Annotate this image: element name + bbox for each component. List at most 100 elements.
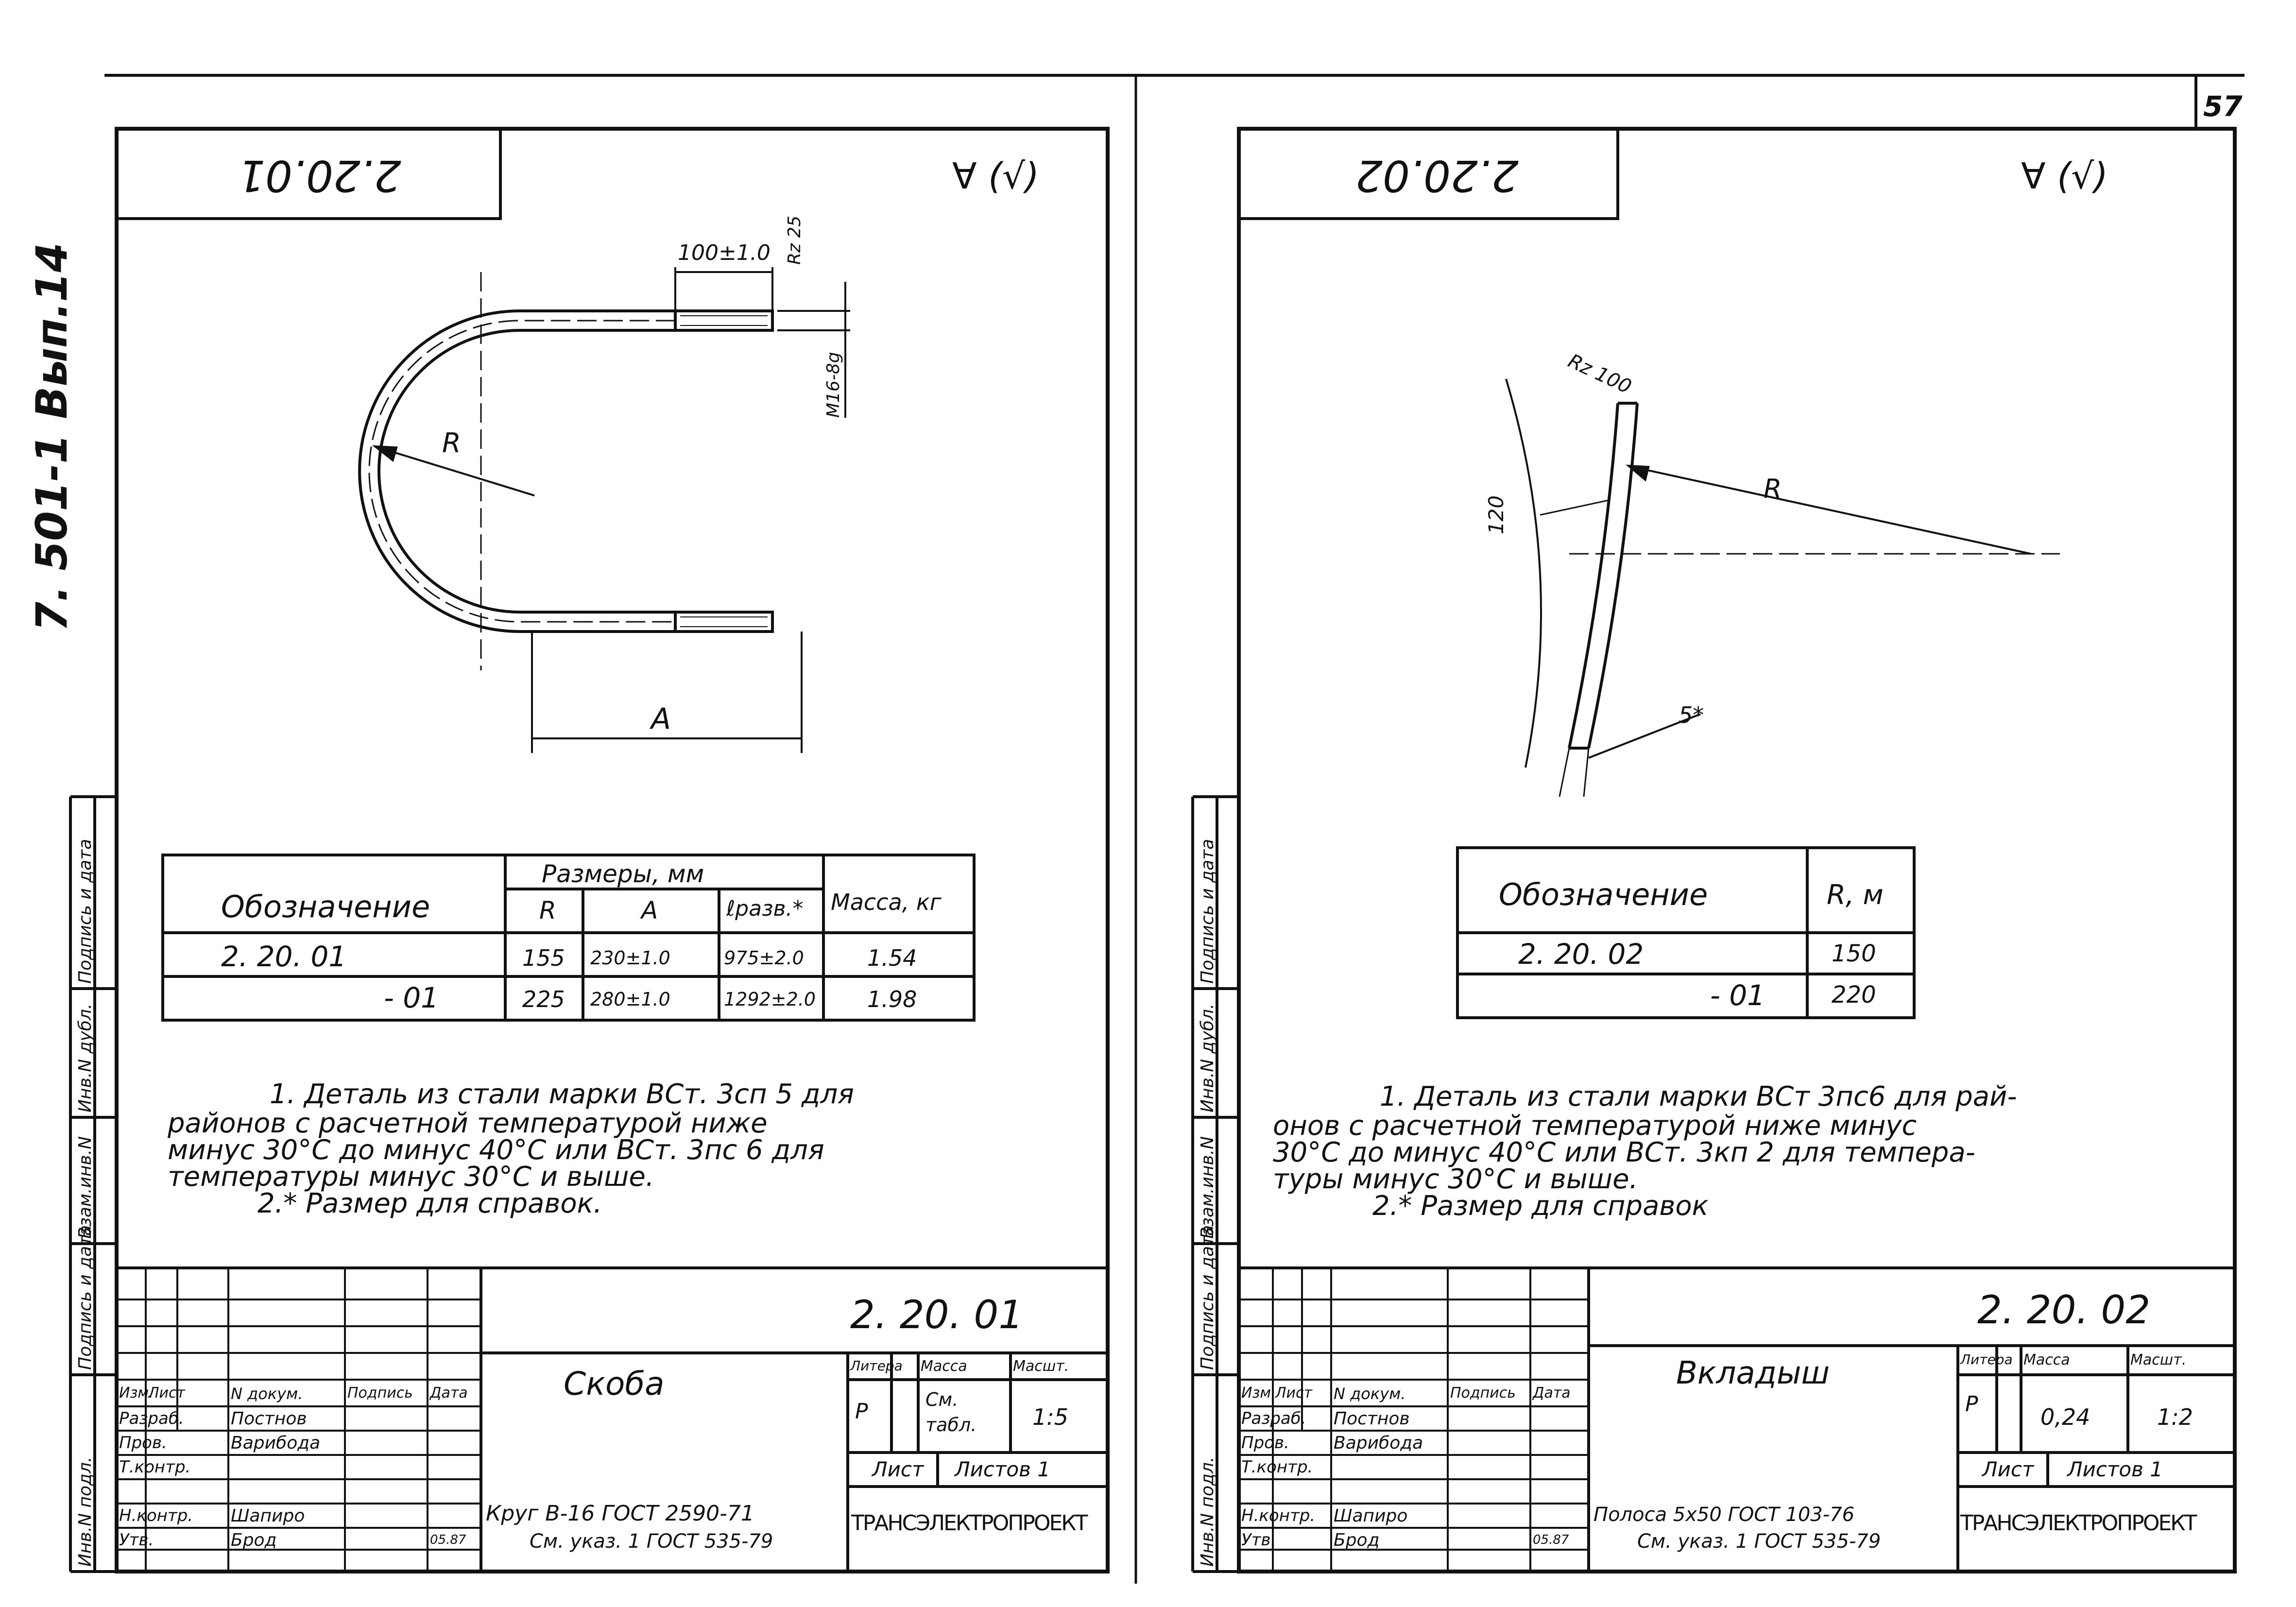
tb-role: Утв. [1241,1530,1276,1550]
album-code-text: 7. 501-1 Вып.14 [27,242,77,632]
stamp-sign-date-1: Подпись и дата [75,1225,95,1370]
tb-hdr-sign: Подпись [347,1385,413,1402]
stamp-inv-podl: Инв.N подл. [1198,1456,1217,1567]
tb-material-2: См. указ. 1 ГОСТ 535-79 [530,1530,773,1553]
code-box-left: 2.20.01 [238,151,401,201]
table-row-2-l: 1292±2.0 [724,989,816,1010]
tb-litera-h: Литера [1960,1351,2013,1368]
tb-litera: Р [1965,1392,1978,1417]
table-group-header: Размеры, мм [542,860,704,888]
tb-role: Пров. [1241,1433,1289,1453]
roughness-mark-right: ∀ (√) [2021,155,2108,197]
tb-hdr-ndoc: N докум. [231,1385,303,1403]
album-code: 7. 501-1 Вып.14 [27,242,77,632]
table-col-r: R [539,896,556,924]
tb-name: Варибода [231,1433,321,1453]
tb-role: Н.контр. [119,1506,193,1525]
roughness-mark-left: ∀ (√) [952,155,1040,197]
tb-role: Разраб. [119,1409,184,1428]
tb-name: Шапиро [231,1506,305,1526]
tb-role: Т.контр. [1241,1457,1313,1477]
table-row-2-mass: 1.98 [867,986,917,1012]
tb-massa: См. табл. [925,1389,977,1436]
liner-drawing [1505,378,2060,797]
left-titleblock-grid [117,1266,1108,1572]
table-row-1-designation: 2. 20. 02 [1518,938,1644,971]
table-col-a: A [641,896,658,924]
right-titleblock-grid [1239,1266,2235,1572]
left-table-grid [161,854,976,1022]
tb-date: 05.87 [430,1533,466,1547]
dim-length-a: A [651,702,671,736]
tb-hdr-date: Дата [430,1385,468,1402]
table-row-2-a: 280±1.0 [590,989,670,1010]
note-line: онов с расчетной температурой ниже минус [1273,1110,1917,1142]
tb-role: Разраб. [1241,1409,1306,1428]
dim-radius-right: R [1764,474,1782,504]
tb-list-h: Лист [872,1457,924,1481]
dim-thick: 5* [1679,702,1704,728]
tb-massa-h: Масса [2023,1351,2070,1368]
note-line: минус 30°С до минус 40°С или ВСт. 3пс 6 … [168,1134,824,1166]
tb-massa-h: Масса [921,1358,967,1375]
dim-roughness-left: Rz 25 [785,215,805,265]
tb-org: ТРАНСЭЛЕКТРОПРОЕКТ [851,1511,1088,1536]
stamp-dubl: Инв.N дубл. [1198,1003,1217,1112]
table-col-mass: Масса, кг [831,889,942,915]
table-row-1-l: 975±2.0 [724,947,804,969]
tb-hdr-list: Лист [1275,1385,1313,1402]
titleblock-name: Вкладыш [1676,1355,1830,1391]
tb-hdr-sign: Подпись [1450,1385,1516,1402]
page-number: 57 [2203,90,2243,123]
titleblock-name: Скоба [564,1365,665,1402]
tb-name: Варибода [1334,1433,1423,1453]
tb-name: Брод [1334,1530,1380,1550]
tb-name: Брод [231,1530,277,1550]
tb-name: Постнов [231,1409,307,1429]
table-row-1-r: 150 [1832,940,1876,967]
tb-material-1: Круг В-16 ГОСТ 2590-71 [486,1501,754,1526]
titleblock-code: 2. 20. 01 [850,1292,1024,1337]
tb-org: ТРАНСЭЛЕКТРОПРОЕКТ [1960,1511,2197,1536]
stamp-dubl: Инв.N дубл. [75,1003,95,1112]
table-row-1-mass: 1.54 [867,945,917,971]
tb-massa: 0,24 [2040,1404,2090,1430]
note-line: 1. Деталь из стали марки ВСт. 3сп 5 для [270,1078,854,1110]
tb-litera: Р [855,1399,868,1424]
titleblock-code: 2. 20. 02 [1977,1287,2151,1333]
tb-hdr-izm: Изм. [1241,1385,1276,1402]
note-line: 2.* Размер для справок. [257,1188,602,1219]
note-line: 30°С до минус 40°С или ВСт. 3кп 2 для те… [1273,1137,1975,1168]
tb-role: Утв. [119,1530,154,1550]
code-box-right: 2.20.02 [1355,151,1519,201]
note-line: 1. Деталь из стали марки ВСт 3пс6 для ра… [1380,1081,2017,1112]
table-row-1-a: 230±1.0 [590,947,670,969]
tb-masht: 1:2 [2157,1404,2193,1430]
table-row-2-designation: - 01 [1710,979,1765,1012]
tb-masht-h: Масшт. [2130,1351,2187,1368]
stamp-sign-date-1: Подпись и дата [1198,1225,1217,1370]
tb-role: Пров. [119,1433,167,1453]
note-line: туры минус 30°С и выше. [1273,1163,1638,1195]
right-table-grid [1456,846,1916,1019]
table-row-2-r: 225 [522,986,565,1012]
table-row-1-r: 155 [522,945,565,971]
table-col-r: R, м [1827,879,1884,911]
tb-hdr-list: Лист [148,1385,186,1402]
table-row-1-designation: 2. 20. 01 [221,940,347,973]
tb-material-1: Полоса 5х50 ГОСТ 103-76 [1593,1504,1855,1526]
tb-litera-h: Литера [850,1358,903,1374]
table-col-designation: Обозначение [221,889,430,924]
table-col-l: ℓразв.* [726,896,804,921]
tb-hdr-ndoc: N докум. [1334,1385,1406,1403]
note-line: 2.* Размер для справок [1372,1190,1709,1222]
dim-angle: 120 [1484,495,1508,534]
tb-list-h: Лист [1982,1457,2034,1481]
table-row-2-designation: - 01 [384,981,439,1014]
u-bolt-drawing [358,267,850,753]
tb-listov-h: Листов 1 [2067,1457,2163,1481]
tb-role: Т.контр. [119,1457,191,1477]
tb-listov-h: Листов 1 [955,1457,1050,1481]
tb-hdr-date: Дата [1533,1385,1571,1402]
stamp-vzam: Взам.инв.N [75,1136,95,1239]
